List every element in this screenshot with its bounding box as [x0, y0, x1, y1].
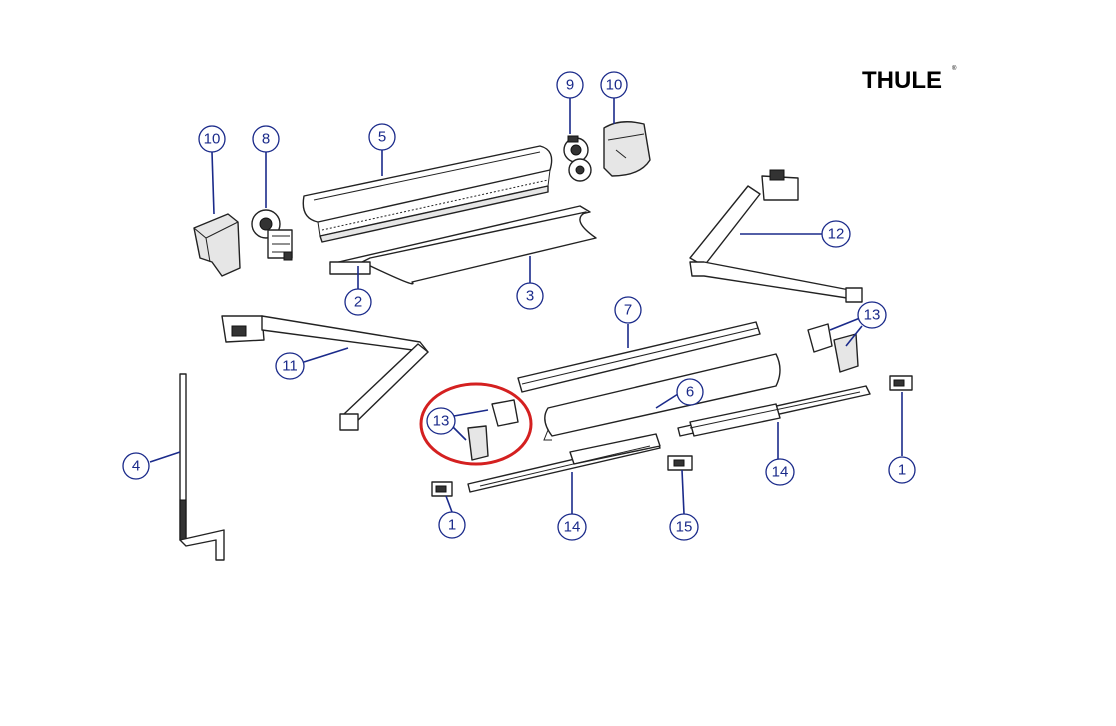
callout-label: 12 — [828, 226, 845, 243]
callout-3: 3 — [516, 282, 544, 310]
part-bracket-left — [467, 399, 519, 461]
part-end-bracket-left — [431, 481, 453, 497]
callout-1-right: 1 — [888, 456, 916, 484]
callout-label: 4 — [132, 458, 140, 475]
part-arm-right — [689, 169, 863, 303]
callout-label: 6 — [686, 384, 694, 401]
callout-label: 10 — [606, 77, 623, 94]
callout-label: 15 — [676, 519, 693, 536]
part-rail-right — [677, 385, 871, 437]
callout-label: 14 — [772, 464, 789, 481]
callout-14-right: 14 — [765, 458, 795, 486]
callout-label: 2 — [354, 294, 362, 311]
callout-label: 7 — [624, 302, 632, 319]
callout-13-left: 13 — [426, 407, 456, 435]
thule-logo: THULE ® — [862, 65, 957, 94]
logo-text: THULE — [862, 67, 942, 94]
part-top-cassette — [302, 145, 553, 243]
callout-14-left: 14 — [557, 513, 587, 541]
callout-label: 14 — [564, 519, 581, 536]
callout-11: 11 — [275, 352, 305, 380]
callout-2: 2 — [344, 288, 372, 316]
highlight-ring — [419, 382, 533, 466]
callout-12: 12 — [821, 220, 851, 248]
callout-label: 1 — [448, 517, 456, 534]
callout-9: 9 — [556, 71, 584, 99]
leader-lines — [149, 98, 903, 515]
part-end-cap-right — [603, 121, 651, 177]
callout-5: 5 — [368, 123, 396, 151]
callout-label: 5 — [378, 129, 386, 146]
callout-label: 3 — [526, 288, 534, 305]
part-fabric-roller — [329, 205, 597, 285]
callout-7: 7 — [614, 296, 642, 324]
callout-15: 15 — [669, 513, 699, 541]
callout-label: 11 — [282, 358, 298, 375]
part-gear-right — [563, 135, 592, 182]
callout-8: 8 — [252, 125, 280, 153]
callout-1-left: 1 — [438, 511, 466, 539]
part-front-bar — [517, 321, 761, 393]
part-end-cap-left — [193, 213, 241, 277]
callout-label: 10 — [204, 131, 221, 148]
part-middle-bracket — [667, 455, 693, 471]
part-bracket-right — [807, 323, 859, 373]
part-gear-mechanism — [251, 209, 293, 261]
callout-10-right: 10 — [600, 71, 628, 99]
part-front-cover — [543, 353, 781, 441]
part-end-bracket-right — [889, 375, 913, 391]
callout-label: 8 — [262, 131, 270, 148]
part-crank-handle — [179, 373, 225, 561]
callout-10-left: 10 — [198, 125, 226, 153]
part-rail-left — [467, 433, 661, 493]
callout-4: 4 — [122, 452, 150, 480]
callout-label: 1 — [898, 462, 906, 479]
callout-label: 13 — [864, 307, 881, 324]
callout-label: 9 — [566, 77, 574, 94]
callout-13-right: 13 — [857, 301, 887, 329]
callout-label: 13 — [433, 413, 450, 430]
logo-registered: ® — [952, 65, 957, 72]
part-arm-left — [221, 315, 429, 431]
callout-6: 6 — [676, 378, 704, 406]
